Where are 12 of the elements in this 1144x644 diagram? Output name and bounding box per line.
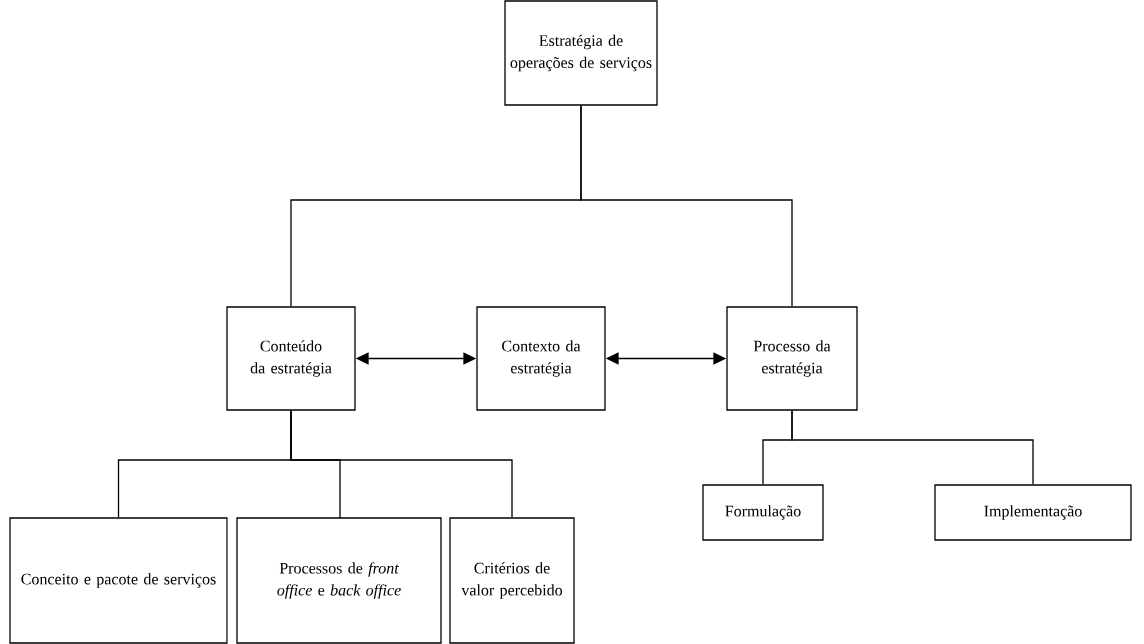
connector-line [290, 410, 513, 518]
text-box: Contexto da estratégia [476, 306, 606, 411]
connector-line [580, 105, 793, 307]
text-box: Critérios de valor percebido [449, 517, 575, 644]
text-box: Conteúdo da estratégia [226, 306, 356, 411]
connector-line [791, 410, 1034, 485]
text-box: Processos de front office e back office [236, 517, 442, 644]
text-box: Processo da estratégia [726, 306, 858, 411]
text-box: Estratégia de operações de serviços [504, 0, 658, 106]
text-box: Implementação [934, 484, 1132, 541]
text-box: Conceito e pacote de serviços [9, 517, 228, 644]
text-box: Formulação [702, 484, 824, 541]
